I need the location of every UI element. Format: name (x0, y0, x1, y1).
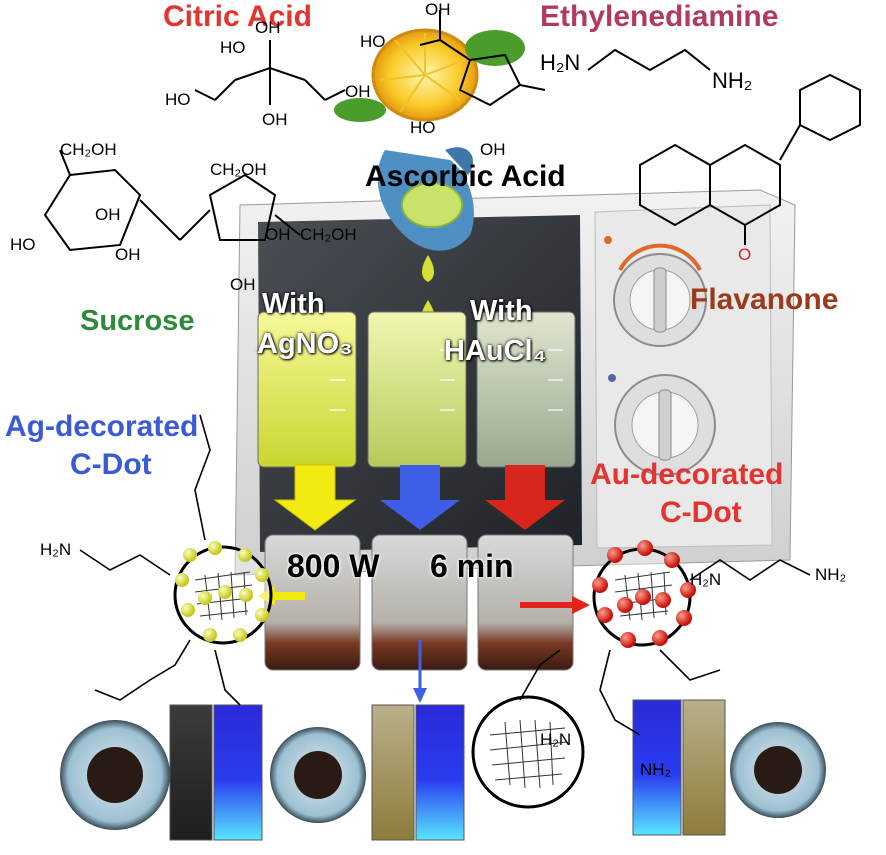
amine-h2n-left: H₂N (40, 540, 72, 559)
ethylenediamine-nh2: NH₂ (712, 68, 753, 93)
ascorbic-oh2: OH (480, 140, 506, 159)
sucrose-label: Sucrose (80, 305, 195, 337)
ethylenediamine-structure (587, 48, 711, 72)
ethylenediamine-h2n: H₂N (540, 50, 581, 75)
sucrose-ch2oh-2: CH₂OH (210, 160, 267, 179)
sucrose-structure (43, 149, 301, 252)
au-product-label-line1: Au-decorated (590, 458, 784, 491)
sucrose-oh-3: OH (265, 225, 291, 244)
sucrose-ho: HO (10, 235, 36, 254)
ag-product-label-line2: C-Dot (70, 448, 152, 481)
dish-left (60, 720, 170, 830)
citric-oh-top: OH (255, 18, 281, 37)
microwave-oven (234, 189, 796, 576)
ascorbic-acid-label: Ascorbic Acid (365, 160, 566, 193)
cuvette-ag-daylight (169, 704, 213, 841)
ascorbic-ho2: HO (410, 118, 436, 137)
beaker-left-label-line1: With (262, 288, 325, 320)
cuvette-au-daylight (682, 699, 726, 836)
citric-oh-mid: OH (262, 110, 288, 129)
flavanone-label: Flavanone (690, 283, 839, 316)
citric-ho-left: HO (220, 38, 246, 57)
au-decorated-cdot (592, 540, 696, 648)
amine-nh2-bottom: NH₂ (640, 760, 672, 779)
amine-chains (79, 414, 811, 736)
ascorbic-ho: HO (360, 32, 386, 51)
citric-ho-left2: HO (165, 90, 191, 109)
amine-h2n-bottom: H₂N (540, 730, 572, 749)
dish-right (730, 722, 826, 818)
beaker-left-label-line2: AgNO₃ (257, 328, 353, 360)
sucrose-oh-1: OH (95, 205, 121, 224)
ascorbic-acid-structure (419, 10, 546, 107)
cuvette-ag-uv (213, 704, 263, 841)
amine-nh2-au: NH₂ (815, 565, 847, 584)
sucrose-oh-2: OH (115, 245, 141, 264)
beaker-middle (367, 311, 467, 468)
beaker-right (476, 311, 576, 468)
cuvette-plain-daylight (371, 704, 415, 841)
citric-acid-label: Citric Acid (163, 0, 312, 33)
hand-squeezing-lime (377, 147, 474, 251)
ag-product-label-line1: Ag-decorated (5, 410, 199, 443)
beaker-right-label-line2: HAuCl₄ (444, 335, 547, 367)
red-down-arrow (485, 465, 565, 530)
time-label: 6 min (430, 548, 514, 584)
lemon-illustration (334, 28, 525, 122)
amine-h2n-au: H₂N (690, 570, 722, 589)
cuvette-au-uv (632, 699, 682, 836)
dish-middle (270, 727, 366, 823)
citric-oh-right: OH (345, 82, 371, 101)
ascorbic-oh-top: OH (425, 0, 451, 19)
sucrose-oh-4: OH (230, 275, 256, 294)
blue-down-arrow (380, 465, 460, 530)
cuvette-plain-uv (415, 704, 465, 841)
ethylenediamine-label: Ethylenediamine (540, 0, 779, 33)
sucrose-ch2oh-3: CH₂OH (300, 225, 357, 244)
jar-left (264, 534, 361, 671)
plain-cdot (471, 695, 585, 809)
flavanone-structure (639, 73, 861, 245)
flavanone-o: O (738, 245, 752, 264)
citric-acid-structure (194, 40, 346, 105)
yellow-down-arrow (273, 464, 357, 531)
au-product-label-line2: C-Dot (660, 496, 742, 529)
beaker-right-label-line1: With (470, 295, 533, 327)
sucrose-ch2oh-1: CH₂OH (60, 140, 117, 159)
ag-decorated-cdot (173, 541, 273, 645)
power-label: 800 W (287, 548, 380, 584)
